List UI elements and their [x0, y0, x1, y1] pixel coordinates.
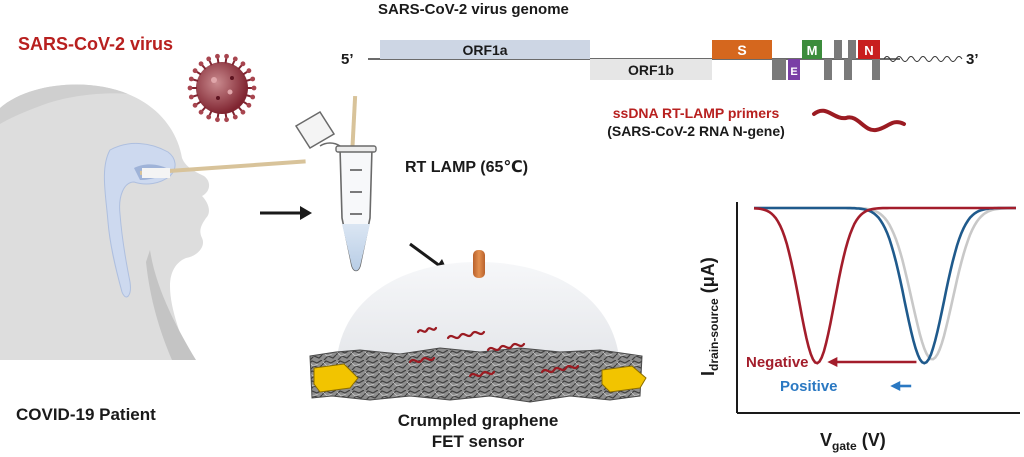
virus-spike-head [215, 117, 220, 123]
primer-strand-icon [812, 108, 906, 133]
virus-spike-head [232, 114, 238, 120]
poly-a-tail [883, 56, 963, 62]
dna-strand [446, 330, 486, 340]
virus-spike-head [224, 117, 229, 123]
virus-particle-icon [187, 53, 257, 123]
virus-spike-head [240, 109, 246, 115]
virus-spike-head [206, 56, 212, 62]
patient-neck-shadow [146, 250, 196, 360]
virus-spike-head [250, 76, 256, 82]
virus-spike-head [198, 61, 204, 67]
n-gene-segment [858, 40, 880, 59]
rt-lamp-label: RT LAMP (65℃) [405, 159, 528, 176]
dna-strands [408, 326, 580, 378]
chart-legend-negative: Negative [746, 354, 809, 371]
virus-spike-head [215, 53, 220, 59]
dna-strand [486, 342, 526, 352]
virus-title: SARS-CoV-2 virus [18, 34, 173, 54]
dna-strand [416, 326, 438, 334]
e-gene-segment [788, 59, 800, 80]
chart-x-label-main: V [820, 430, 832, 450]
sensor-probe [473, 250, 485, 278]
curve-positive [754, 206, 1016, 365]
orf10-segment [872, 59, 880, 80]
shift-arrow-negative [827, 357, 917, 367]
genome-5prime: 5’ [341, 51, 354, 68]
chart-y-label-main: I [698, 371, 718, 376]
virus-spike-head [250, 94, 256, 100]
virus-spike-head [187, 85, 193, 91]
primers-label-line2: (SARS-CoV-2 RNA N-gene) [607, 123, 785, 139]
virus-spike-head [192, 68, 198, 74]
patient-label: COVID-19 Patient [16, 405, 156, 424]
s-gene-segment [712, 40, 772, 59]
chart-y-label: Idrain-source (μA) [698, 257, 721, 376]
dna-strand [468, 370, 496, 378]
tube-hinge [319, 142, 341, 147]
patient-head-silhouette [0, 84, 210, 361]
virus-spike-head [240, 61, 246, 67]
virus-spike-head [246, 102, 252, 108]
nasal-swab-tip [142, 168, 170, 178]
chart-x-label: Vgate (V) [820, 430, 886, 453]
transfer-curve-chart [736, 202, 1020, 414]
orf6-segment [824, 59, 832, 80]
orf1a-segment [380, 40, 590, 59]
virus-spike-head [188, 76, 194, 82]
chart-legend-positive: Positive [780, 378, 838, 395]
primers-label-line1: ssDNA RT-LAMP primers [613, 105, 780, 121]
chart-y-label-sub: drain-source [707, 298, 721, 371]
genome-3prime: 3’ [966, 51, 979, 68]
virus-spike-head [192, 102, 198, 108]
virus-spike-head [206, 114, 212, 120]
chart-y-label-unit: (μA) [698, 257, 718, 298]
chart-x-label-unit: (V) [857, 430, 886, 450]
virus-spike-head [251, 85, 257, 91]
orf1a-label: ORF1a [462, 42, 507, 58]
source-electrode [313, 363, 359, 393]
m-gene-segment [802, 40, 822, 59]
dna-strand [540, 364, 580, 374]
patient-illustration [0, 84, 306, 361]
drain-electrode [601, 365, 647, 393]
orf7b-segment [844, 59, 852, 80]
e-gene-label: E [790, 66, 797, 78]
orf7a-segment [834, 40, 842, 59]
sensor-label-line1: Crumpled graphene [398, 411, 559, 430]
orf1b-segment [590, 59, 712, 80]
orf8-segment [848, 40, 856, 59]
dna-strand [408, 356, 436, 364]
nasal-cavity [103, 143, 176, 298]
chart-x-label-sub: gate [832, 439, 857, 453]
orf1b-label: ORF1b [628, 62, 674, 78]
sensor-dome [336, 262, 620, 372]
virus-spike-head [232, 56, 238, 62]
nasal-swab-stick [139, 159, 306, 175]
virus-spike-head [246, 68, 252, 74]
sensor-label-line2: FET sensor [432, 432, 525, 451]
shift-arrow-positive [890, 381, 912, 391]
tube-lid [294, 110, 336, 150]
virus-spike-head [188, 94, 194, 100]
curve-negative [753, 206, 1016, 365]
sample-tube [294, 95, 377, 272]
patient-hair-edge [0, 84, 128, 124]
n-gene-label: N [864, 43, 873, 58]
sensor-assembly [309, 250, 647, 403]
patient-to-tube-arrow [260, 206, 312, 220]
orf3a-segment [772, 59, 786, 80]
virus-spike-head [198, 109, 204, 115]
s-gene-label: S [737, 42, 746, 58]
m-gene-label: M [807, 43, 818, 58]
genome-title: SARS-CoV-2 virus genome [378, 1, 569, 18]
tube-liquid [342, 224, 370, 271]
virus-spike-head [224, 53, 229, 59]
